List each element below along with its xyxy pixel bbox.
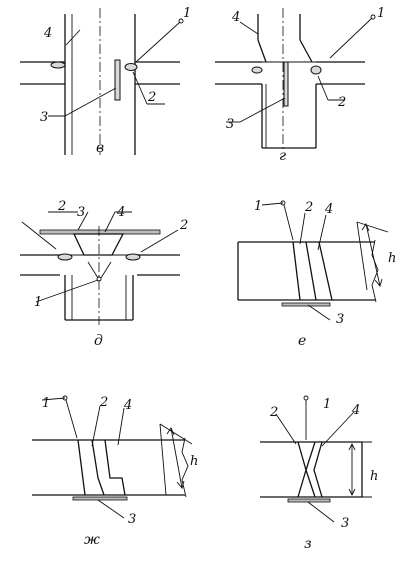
panel-e-label-3: 3 <box>336 312 344 327</box>
panel-d-label-2-left: 2 <box>57 199 66 214</box>
panel-z-label-4: 4 <box>351 403 360 418</box>
panel-z-label-2: 2 <box>269 405 278 420</box>
panel-d-label-1: 1 <box>34 295 42 310</box>
panel-v: 1 2 3 4 в <box>20 6 191 156</box>
panel-z-label-1: 1 <box>323 397 331 412</box>
panel-zh: 1 2 4 h 3 ж <box>32 395 198 548</box>
panel-e-label-h: h <box>388 251 396 266</box>
panel-g-label-1: 1 <box>377 6 385 21</box>
panel-zh-label-h: h <box>190 454 198 469</box>
panel-v-caption: в <box>96 140 104 156</box>
panel-z-label-3: 3 <box>341 516 349 531</box>
panel-e-label-2: 2 <box>304 200 313 215</box>
panel-g: 1 2 3 4 г <box>215 6 385 164</box>
panel-zh-label-4: 4 <box>123 398 132 413</box>
panel-d: 2 3 4 2 1 д <box>20 199 188 349</box>
panel-zh-caption: ж <box>84 532 100 548</box>
panel-z: 2 1 4 h 3 з <box>260 395 378 552</box>
panel-g-label-2: 2 <box>337 95 346 110</box>
panel-d-label-4: 4 <box>116 205 125 220</box>
panel-e-label-4: 4 <box>324 202 333 217</box>
panel-v-label-2: 2 <box>147 90 156 105</box>
panel-g-label-4: 4 <box>231 10 240 25</box>
panel-v-label-1: 1 <box>183 6 191 21</box>
panel-z-label-h: h <box>370 469 378 484</box>
panel-g-label-3: 3 <box>226 117 234 132</box>
panel-g-caption: г <box>279 148 286 164</box>
panel-zh-label-2: 2 <box>99 395 108 410</box>
panel-zh-label-3: 3 <box>128 512 136 527</box>
panel-v-label-4: 4 <box>43 26 52 41</box>
panel-d-label-2-right: 2 <box>179 218 188 233</box>
panel-zh-label-1: 1 <box>42 396 50 411</box>
panel-d-caption: д <box>94 333 103 349</box>
panel-v-label-3: 3 <box>40 110 48 125</box>
panel-e-label-1: 1 <box>254 199 262 214</box>
panel-z-caption: з <box>304 536 312 552</box>
panel-d-label-3: 3 <box>77 205 85 220</box>
panel-e: 1 2 4 h 3 е <box>237 199 396 349</box>
panel-e-caption: е <box>298 333 306 349</box>
